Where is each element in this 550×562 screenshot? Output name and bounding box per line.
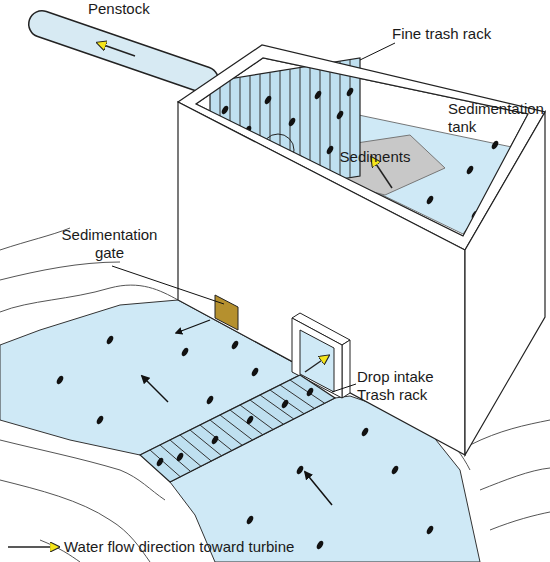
drop-intake-rack (140, 375, 335, 482)
debris-blob (105, 335, 114, 345)
rack-bar (250, 400, 283, 424)
debris-blob (95, 415, 104, 425)
rack-bar (330, 63, 331, 181)
part-label: Drop intake Trash rack (357, 368, 452, 404)
rack-bar (240, 405, 273, 430)
part-label: Sedimentation gate (52, 226, 167, 262)
debris-blob (287, 117, 296, 127)
debris-blob (313, 90, 322, 100)
debris-blob (175, 452, 184, 462)
debris-blob (245, 415, 254, 425)
debris-blob (55, 375, 64, 385)
river-flow-arrow (142, 376, 168, 402)
debris-blob (155, 457, 164, 467)
debris-blob (325, 145, 334, 155)
debris (55, 335, 434, 550)
rack-bar (220, 415, 253, 440)
debris-blob (425, 195, 434, 205)
rack-bar (270, 390, 304, 414)
sediment-zone: Sediments (330, 148, 420, 166)
debris-blob (295, 465, 304, 475)
debris-blob (250, 367, 259, 377)
part-label: Penstock (88, 0, 178, 18)
debris-blob (205, 395, 214, 405)
debris-blob (390, 465, 399, 475)
leader-lines (112, 43, 395, 392)
debris-blob (280, 399, 289, 409)
rack-bar (230, 410, 263, 435)
debris-blob (263, 95, 272, 105)
debris-blob (425, 525, 434, 535)
sedimentation-gate (215, 295, 238, 330)
node-text: Sediments (330, 148, 420, 166)
tank-side-wall (465, 112, 545, 455)
rack-bar (170, 440, 201, 466)
rack-bar (260, 395, 294, 419)
debris-blob (315, 540, 324, 550)
rack-bar (150, 450, 180, 477)
penstock-pipe (42, 24, 205, 80)
legend-text: Water flow direction toward turbine (64, 538, 464, 556)
part-label: Sedimentation tank (448, 100, 548, 136)
legend-sample (8, 546, 58, 548)
debris-blob (220, 105, 229, 115)
part-label: Fine trash rack (392, 25, 532, 43)
rack-bar (210, 420, 242, 445)
rack-bar (200, 425, 232, 451)
rack-bar (180, 435, 211, 461)
flow-arrow (98, 43, 135, 56)
rack-bars (150, 380, 325, 477)
debris-blob (465, 165, 474, 175)
rack-bar (280, 385, 314, 409)
rack-bar (160, 445, 191, 472)
river-flow-arrow (305, 472, 332, 505)
flush-arrow (176, 320, 210, 333)
intake-box-side (342, 340, 350, 398)
debris-blob (210, 435, 219, 445)
penstock-outline (42, 24, 205, 80)
rack-bar (190, 430, 222, 456)
rack-bar (290, 380, 325, 403)
debris-blob (245, 515, 254, 525)
debris-blob (345, 87, 354, 97)
debris-blob (335, 110, 344, 120)
flow-arrow (305, 356, 328, 372)
debris-blob (230, 340, 239, 350)
debris-blob (360, 427, 369, 437)
debris-blob (305, 387, 314, 397)
debris-blob (490, 140, 499, 150)
debris-blob (180, 347, 189, 357)
